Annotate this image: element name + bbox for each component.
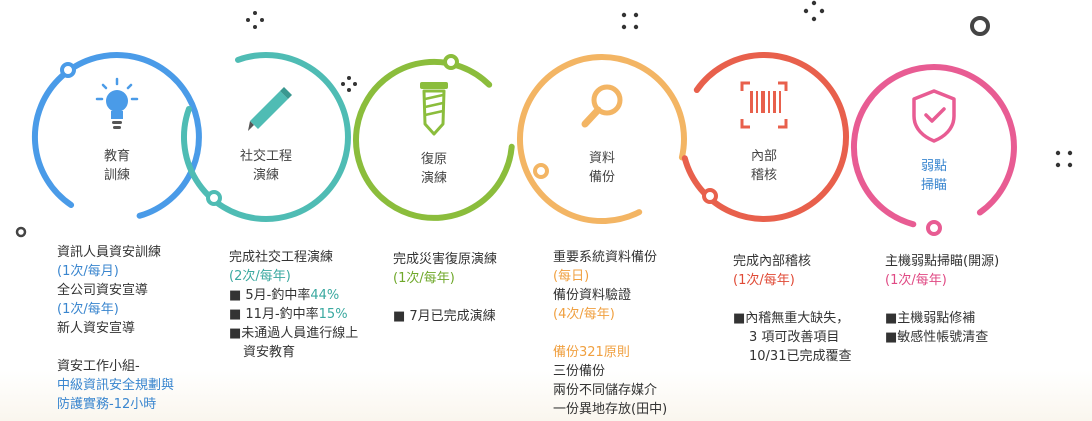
description-text: 全公司資安宣導 bbox=[57, 283, 149, 298]
stage-title-line: 弱點 bbox=[920, 159, 947, 174]
ring-marker-icon bbox=[970, 16, 990, 36]
stage-title-line: 社交工程 bbox=[239, 149, 292, 164]
stage-title-internal-audit: 內部稽核 bbox=[719, 147, 809, 185]
stage-title-line: 備份 bbox=[588, 170, 615, 185]
stage-ring-education bbox=[31, 52, 202, 219]
description-text: 備份資料驗證 bbox=[553, 288, 632, 303]
connector-dot bbox=[206, 190, 222, 206]
sparkle-icon bbox=[1055, 150, 1073, 168]
description-text: ■敏感性帳號清查 bbox=[885, 330, 989, 345]
description-text: ■ 11月-釣中率 bbox=[229, 307, 319, 322]
sparkle-icon bbox=[246, 11, 264, 29]
description-text: 3 項可改善項目 bbox=[749, 330, 840, 345]
stage-title-line: 掃瞄 bbox=[920, 178, 947, 193]
stage-title-line: 復原 bbox=[420, 152, 447, 167]
description-text: ■內稽無重大缺失， bbox=[733, 311, 850, 326]
sparkle-icon bbox=[341, 76, 357, 92]
stage-description-internal-audit: 完成內部稽核 (1次/每年) ■內稽無重大缺失， 3 項可改善項目 10/31已完成覆查 bbox=[733, 252, 851, 366]
stage-title-line: 稽核 bbox=[750, 168, 777, 183]
sparkle-icon bbox=[621, 12, 639, 30]
description-text: (1次/每月) bbox=[57, 264, 119, 279]
screw-icon bbox=[420, 82, 448, 136]
description-text: 10/31已完成覆查 bbox=[749, 349, 852, 364]
stage-description-data-backup: 重要系統資料備份 (每日) 備份資料驗證 (4次/每年) 備份321原則三份備份兩份不同… bbox=[553, 248, 667, 419]
description-text: (1次/每年) bbox=[885, 273, 947, 288]
stage-ring-social-engineering bbox=[180, 51, 351, 222]
description-text: 防護實務-12小時 bbox=[57, 397, 157, 412]
shield-check-icon bbox=[912, 89, 956, 143]
description-text: (1次/每年) bbox=[393, 271, 455, 286]
description-text: 三份備份 bbox=[553, 364, 606, 379]
ring-marker-icon bbox=[15, 226, 27, 238]
description-text: (每日) bbox=[553, 269, 590, 284]
description-text: (1次/每年) bbox=[57, 302, 119, 317]
description-text: 新人資安宣導 bbox=[57, 321, 136, 336]
connector-dot bbox=[443, 54, 459, 70]
stage-description-social-engineering: 完成社交工程演練 (2次/每年) ■ 5月-釣中率44% ■ 11月-釣中率15% ■未… bbox=[229, 248, 358, 362]
description-text: 15% bbox=[318, 307, 348, 322]
description-text: ■ 7月已完成演練 bbox=[393, 309, 496, 324]
stage-description-disaster-recovery: 完成災害復原演練 (1次/每年) ■ 7月已完成演練 bbox=[393, 250, 497, 326]
barcode-icon bbox=[740, 81, 788, 129]
description-text: 完成社交工程演練 bbox=[229, 250, 334, 265]
description-text: 完成內部稽核 bbox=[733, 254, 812, 269]
description-text: 中級資訊安全規劃與 bbox=[57, 378, 175, 393]
description-text: (4次/每年) bbox=[553, 307, 615, 322]
description-text: 備份321原則 bbox=[553, 345, 630, 360]
stage-title-education: 教育訓練 bbox=[72, 147, 162, 185]
description-text: 重要系統資料備份 bbox=[553, 250, 658, 265]
connector-dot bbox=[533, 163, 549, 179]
connector-dot bbox=[926, 220, 942, 236]
description-text: 兩份不同儲存媒介 bbox=[553, 383, 658, 398]
description-text: ■主機弱點修補 bbox=[885, 311, 976, 326]
sparkle-icon bbox=[803, 0, 825, 22]
stage-title-vulnerability-scan: 弱點掃瞄 bbox=[889, 157, 979, 195]
stage-ring-disaster-recovery bbox=[353, 54, 515, 221]
description-text: 一份異地存放(田中) bbox=[553, 402, 668, 417]
stage-ring-vulnerability-scan bbox=[850, 64, 1017, 236]
stage-ring-data-backup bbox=[517, 54, 687, 225]
description-text: ■ 5月-釣中率 bbox=[229, 288, 311, 303]
description-text: 完成災害復原演練 bbox=[393, 252, 498, 267]
pencil-icon bbox=[248, 87, 292, 131]
stage-title-line: 教育 bbox=[103, 149, 130, 164]
description-text: 資安工作小組- bbox=[57, 359, 140, 374]
stage-title-line: 訓練 bbox=[103, 168, 130, 183]
stage-ring-internal-audit bbox=[681, 52, 849, 222]
description-text: (1次/每年) bbox=[733, 273, 795, 288]
stage-title-disaster-recovery: 復原演練 bbox=[389, 150, 479, 188]
stage-description-vulnerability-scan: 主機弱點掃瞄(開源) (1次/每年) ■主機弱點修補 ■敏感性帳號清查 bbox=[885, 252, 999, 347]
connector-dot bbox=[702, 188, 718, 204]
stage-title-line: 資料 bbox=[588, 151, 615, 166]
stage-description-education: 資訊人員資安訓練 (1次/每月) 全公司資安宣導 (1次/每年) 新人資安宣導資安工作小… bbox=[57, 243, 174, 414]
lightbulb-icon bbox=[95, 77, 139, 129]
stage-title-line: 演練 bbox=[252, 168, 279, 183]
description-text: (2次/每年) bbox=[229, 269, 291, 284]
description-text: 主機弱點掃瞄(開源) bbox=[885, 254, 1000, 269]
description-text: ■未通過人員進行線上 bbox=[229, 326, 359, 341]
stage-title-social-engineering: 社交工程演練 bbox=[221, 147, 311, 185]
connector-dot bbox=[60, 62, 76, 78]
description-text: 44% bbox=[310, 288, 340, 303]
description-text: 資安教育 bbox=[243, 345, 296, 360]
description-text: 資訊人員資安訓練 bbox=[57, 245, 162, 260]
stage-title-line: 內部 bbox=[750, 149, 777, 164]
stage-title-line: 演練 bbox=[420, 171, 447, 186]
stage-title-data-backup: 資料備份 bbox=[557, 149, 647, 187]
magnifier-icon bbox=[581, 84, 623, 128]
